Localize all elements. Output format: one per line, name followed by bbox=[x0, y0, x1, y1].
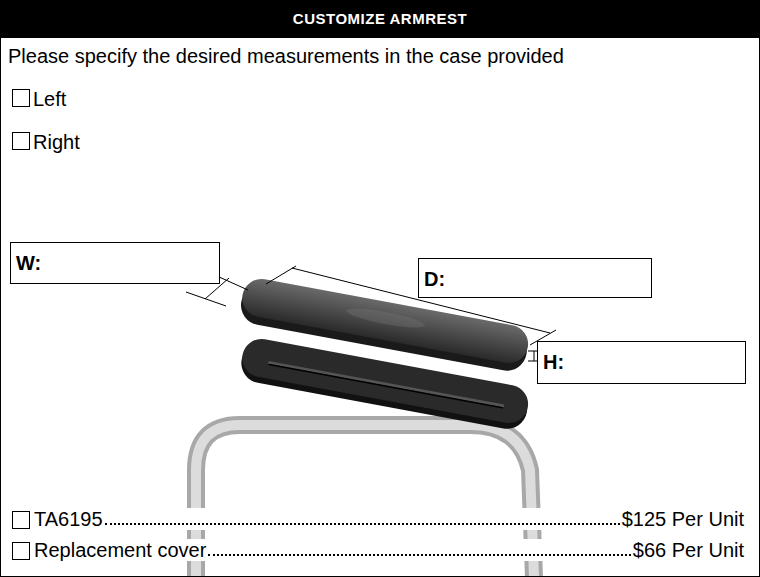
price-row: Replacement cover $66 Per Unit bbox=[34, 539, 744, 561]
checkbox bbox=[12, 511, 30, 529]
box-label: H: bbox=[538, 342, 745, 373]
measurement-box: W: bbox=[10, 242, 220, 284]
option-label: Right bbox=[33, 131, 80, 153]
dot-leader bbox=[208, 554, 631, 556]
title-text: CUSTOMIZE ARMREST bbox=[0, 10, 760, 27]
price-row: TA6195 $125 Per Unit bbox=[34, 508, 744, 530]
measurement-box: H: bbox=[537, 341, 746, 384]
dot-leader bbox=[105, 523, 620, 525]
item-price: $125 Per Unit bbox=[622, 508, 744, 530]
item-name: Replacement cover bbox=[34, 539, 206, 561]
checkbox bbox=[12, 132, 30, 150]
item-name: TA6195 bbox=[34, 508, 103, 530]
option-label: Left bbox=[33, 88, 66, 110]
box-label: D: bbox=[419, 259, 651, 290]
box-label: W: bbox=[11, 243, 219, 274]
measurement-box: D: bbox=[418, 258, 652, 298]
checkbox bbox=[12, 89, 30, 107]
instruction-text: Please specify the desired measurements … bbox=[8, 45, 564, 67]
item-price: $66 Per Unit bbox=[633, 539, 744, 561]
checkbox bbox=[12, 542, 30, 560]
